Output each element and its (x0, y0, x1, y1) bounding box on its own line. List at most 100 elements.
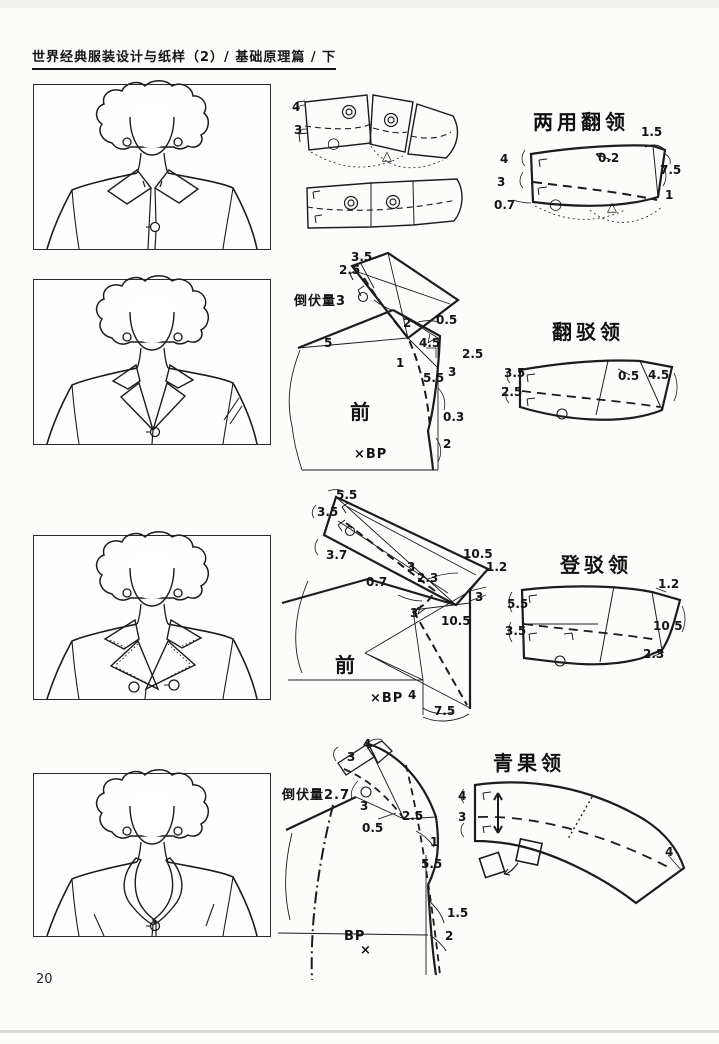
measure-label: 3 (294, 123, 303, 137)
grain-arrow (596, 153, 611, 160)
measure-label: 3.7 (326, 548, 348, 562)
arms (72, 383, 242, 444)
measure-label: 0.5 (362, 821, 384, 835)
collar-piece-3 (408, 104, 457, 158)
diagram-stand-lapel-draft (280, 483, 495, 733)
notch-circle (555, 656, 565, 666)
face (130, 806, 174, 844)
earring-left (123, 138, 131, 146)
section-title-convertible: 两用翻领 (533, 110, 629, 134)
shawl-left (124, 858, 156, 925)
guide-lines (352, 253, 450, 338)
seam-lines (522, 586, 662, 662)
corner-bracket (297, 101, 307, 142)
bodice-guides (288, 581, 470, 715)
pattern-shawl-collar (450, 775, 710, 915)
measure-label: 10.5 (441, 614, 471, 628)
hair (97, 81, 209, 149)
measure-label: 5.5 (423, 371, 445, 385)
notch-circle (346, 527, 355, 536)
measure-label: 3 (347, 750, 356, 764)
jacket-sketch-lapel (34, 280, 270, 444)
measure-label: 0.7 (494, 198, 516, 212)
front-label: 前 (350, 400, 372, 424)
collar-piece-1 (305, 95, 371, 150)
measure-label: 4 (292, 100, 301, 114)
roll-line-dashed (524, 624, 658, 640)
jacket-sketch-convertible (34, 85, 270, 249)
section-title-shawl: 青果领 (493, 751, 565, 775)
measure-label: 5 (324, 336, 333, 350)
pattern-stand-lapel-collar (502, 578, 702, 673)
neck (137, 604, 168, 624)
measure-label: 3.5 (351, 250, 373, 264)
measure-label: 7.5 (434, 704, 456, 718)
shoulders (47, 624, 257, 699)
earring-right (174, 138, 182, 146)
earring-right (174, 333, 182, 341)
leader-lines (334, 739, 382, 799)
shoulders (47, 368, 257, 444)
roll-line-dashed (307, 200, 456, 210)
neck (137, 153, 168, 173)
corner-bracket (527, 374, 535, 406)
measure-label: 5.5 (336, 488, 358, 502)
notch-circle-inner (388, 117, 394, 123)
collar-left (113, 365, 140, 389)
corner-bracket (538, 159, 547, 195)
corner-bracket (483, 792, 491, 833)
illustration-stand-lapel (33, 535, 271, 700)
shoulders (47, 173, 257, 249)
measure-label: 1.2 (658, 577, 680, 591)
face-fill (126, 98, 178, 148)
measure-label: 0.5 (436, 313, 458, 327)
measure-label: 3 (458, 810, 467, 824)
page-header: 世界经典服装设计与纸样（2）/ 基础原理篇 / 下 (32, 46, 337, 70)
ticks (418, 587, 486, 721)
earring-left (123, 589, 131, 597)
measure-label: 3.5 (505, 624, 527, 638)
front-opening (148, 188, 156, 249)
guide-lines (336, 497, 488, 605)
earring-right (174, 589, 182, 597)
earring-right (174, 827, 182, 835)
notch-circle-inner (348, 200, 354, 206)
collar-outline (475, 782, 684, 903)
leader-lines (506, 369, 677, 403)
front-opening (152, 430, 153, 444)
seam-lines (596, 361, 662, 415)
measure-label: 1.5 (447, 906, 469, 920)
measure-label: 3.5 (317, 505, 339, 519)
scan-edge-top (0, 0, 719, 8)
measure-label: 7.5 (660, 163, 682, 177)
stitch-lines (110, 639, 197, 686)
collar-outline (522, 586, 680, 664)
face (130, 117, 174, 155)
seam-lines (371, 181, 414, 227)
scan-edge-bottom (0, 1030, 719, 1033)
button-right (169, 680, 179, 690)
measure-label: 3 (497, 175, 506, 189)
double-arrow (494, 793, 502, 833)
pattern-lapel-collar (500, 355, 685, 430)
diagram-shawl-draft (278, 735, 483, 980)
roll-line-dashed (305, 124, 451, 138)
measure-label: 3 (407, 560, 416, 574)
bp-label: BP (344, 929, 366, 944)
leader-lines (312, 490, 458, 601)
roll-line-dashed (522, 391, 660, 407)
pattern-convertible-collar (495, 130, 695, 235)
hair (97, 532, 209, 600)
spread-arcs (311, 146, 443, 168)
measure-label: 2.5 (501, 385, 523, 399)
button-tail (145, 685, 169, 699)
corner-bracket (313, 191, 322, 223)
move-arrow (504, 863, 518, 875)
notch-circle-inner (390, 199, 396, 205)
collar-right (167, 620, 201, 648)
button-left (129, 682, 139, 692)
measure-label: 2 (403, 316, 412, 330)
measure-label: 1 (665, 188, 674, 202)
seam-dotted (568, 797, 592, 839)
face (130, 568, 174, 606)
